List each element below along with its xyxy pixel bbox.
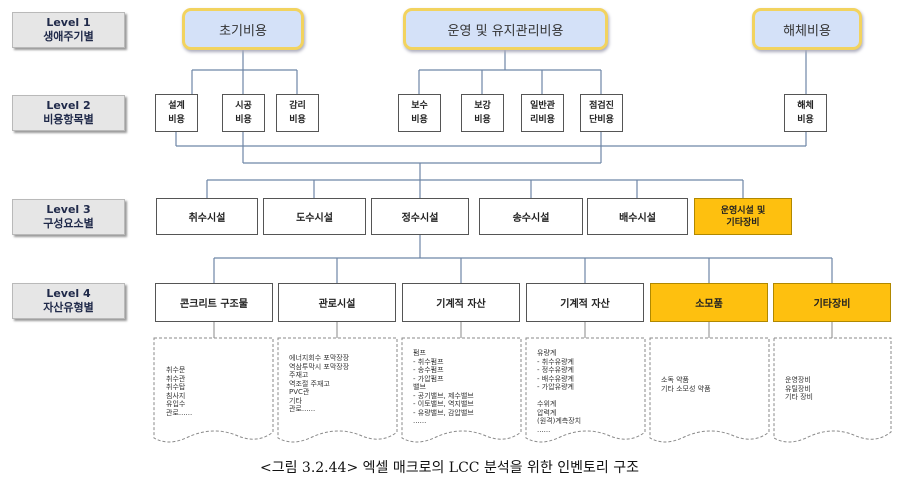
l4-mechanical-asset-2: 기계적 자산 bbox=[526, 283, 644, 322]
detail-consumables: 소독 약품 기타 소모성 약품 bbox=[661, 376, 711, 393]
doc-shape bbox=[649, 337, 770, 443]
l4-mechanical-asset-1: 기계적 자산 bbox=[402, 283, 520, 322]
doc-shape bbox=[277, 337, 398, 443]
level-3-title: Level 3 bbox=[46, 203, 91, 216]
level-4-label: Level 4 자산유형별 bbox=[12, 283, 125, 319]
level-1-label: Level 1 생애주기별 bbox=[12, 12, 125, 48]
l2-repair-cost: 보수 비용 bbox=[398, 94, 441, 132]
detail-mechanical-asset-1: 펌프 - 취수펌프 - 송수펌프 - 가압펌프 밸브 - 공기밸브, 제수밸브 … bbox=[413, 349, 474, 425]
l4-pipeline-facility: 관로시설 bbox=[278, 283, 396, 322]
detail-pipeline-facility: 에너지회수 포막장장 역삼투막시 포막장장 주재고 역조절 주재고 PVC관 기… bbox=[289, 354, 350, 413]
level-1-title: Level 1 bbox=[46, 16, 91, 29]
l4-consumables: 소모품 bbox=[650, 283, 768, 322]
l4-other-equipment: 기타장비 bbox=[773, 283, 891, 322]
l2-design-cost: 설계 비용 bbox=[155, 94, 198, 132]
detail-other-equipment: 운영장비 유틸장비 기타 장비 bbox=[785, 376, 813, 401]
detail-mechanical-asset-2: 유량계 - 취수유량계 - 정수유량계 - 배수유량계 - 가압유량계 수위계 … bbox=[537, 349, 582, 434]
l3-operation-facility-equipment: 운영시설 및 기타장비 bbox=[694, 198, 792, 235]
figure-caption: <그림 3.2.44> 엑셀 매크로의 LCC 분석을 위한 인벤토리 구조 bbox=[259, 460, 640, 476]
l2-demolition-cost: 해체 비용 bbox=[784, 94, 827, 132]
level-4-subtitle: 자산유형별 bbox=[43, 301, 94, 314]
l3-conveyance-facility: 도수시설 bbox=[263, 198, 366, 235]
doc-shape bbox=[773, 337, 892, 443]
level-1-subtitle: 생애주기별 bbox=[43, 30, 94, 43]
l4-concrete-structure: 콘크리트 구조물 bbox=[155, 283, 273, 322]
level-3-label: Level 3 구성요소별 bbox=[12, 199, 125, 235]
l1-demolition-cost: 해체비용 bbox=[752, 8, 862, 50]
doc-shape bbox=[525, 337, 646, 443]
l2-general-management-cost: 일반관 리비용 bbox=[521, 94, 564, 132]
l1-initial-cost: 초기비용 bbox=[182, 8, 304, 50]
l3-distribution-facility: 배수시설 bbox=[587, 198, 688, 235]
level-2-title: Level 2 bbox=[46, 99, 91, 112]
level-3-subtitle: 구성요소별 bbox=[43, 217, 94, 230]
level-2-subtitle: 비용항목별 bbox=[43, 113, 94, 126]
l2-inspection-diagnosis-cost: 점검진 단비용 bbox=[580, 94, 623, 132]
l3-transmission-facility: 송수시설 bbox=[479, 198, 583, 235]
l3-purification-facility: 정수시설 bbox=[371, 198, 469, 235]
l2-construction-cost: 시공 비용 bbox=[222, 94, 265, 132]
l1-operation-maintenance-cost: 운영 및 유지관리비용 bbox=[403, 8, 608, 50]
l2-supervision-cost: 감리 비용 bbox=[276, 94, 319, 132]
l2-reinforcement-cost: 보강 비용 bbox=[461, 94, 504, 132]
level-4-title: Level 4 bbox=[46, 287, 91, 300]
l3-intake-facility: 취수시설 bbox=[156, 198, 258, 235]
level-2-label: Level 2 비용항목별 bbox=[12, 95, 125, 131]
doc-shape bbox=[401, 337, 522, 443]
doc-shape bbox=[153, 337, 274, 443]
detail-concrete-structure: 취수문 취수관 취수탑 침사지 유입수 관로...... bbox=[166, 366, 193, 417]
